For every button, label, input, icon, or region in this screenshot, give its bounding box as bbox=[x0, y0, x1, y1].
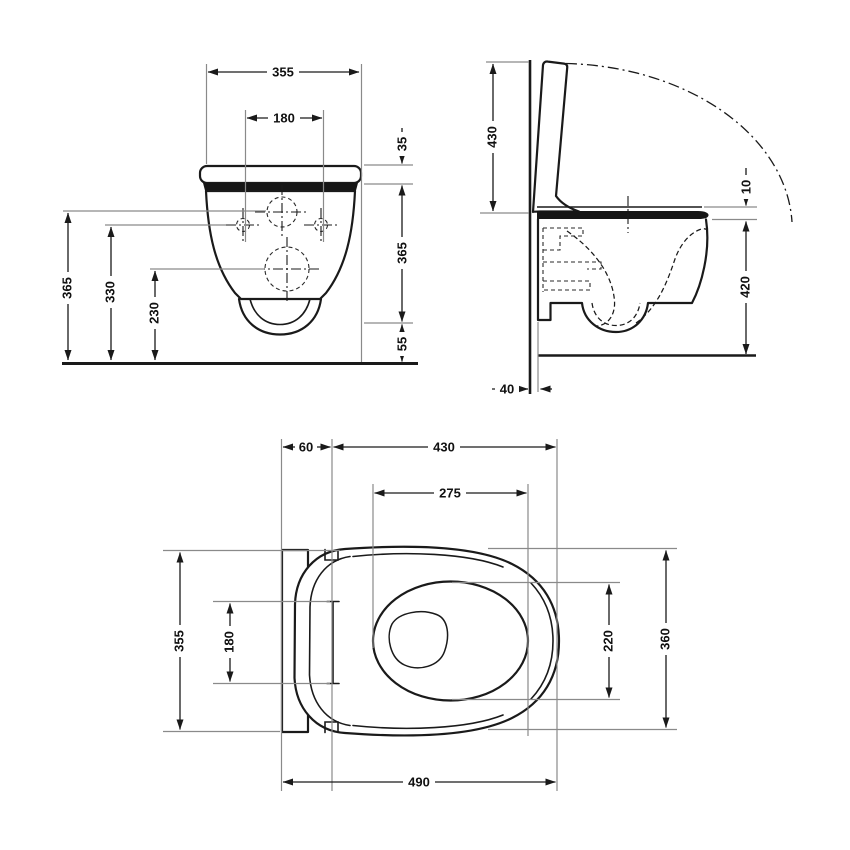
front-fixing-hole-left bbox=[226, 208, 260, 242]
dim-label-front-width: 355 bbox=[272, 65, 294, 80]
front-lid-outline bbox=[198, 164, 363, 185]
dim-top-hinge-spacing: 180 bbox=[222, 603, 237, 682]
dim-label-front-rim-to-outlet: 365 bbox=[395, 242, 410, 264]
front-outlet-outer-curve bbox=[237, 297, 323, 336]
dim-side-wall-offset: 40 bbox=[492, 382, 552, 397]
dim-label-top-total-length: 490 bbox=[408, 775, 430, 790]
dim-label-front-outlet-to-floor: 55 bbox=[395, 337, 410, 351]
top-seat-opening bbox=[371, 580, 530, 702]
front-inlet-hole bbox=[255, 185, 309, 239]
dim-front-lid-height: 35 bbox=[395, 128, 410, 164]
dim-label-front-lid-height: 35 bbox=[395, 137, 410, 151]
front-view: 355 180 35 365 55 365 bbox=[60, 64, 418, 365]
dim-side-seat-thickness: 10 bbox=[739, 168, 754, 206]
dim-front-width: 355 bbox=[207, 65, 360, 80]
dim-label-top-seat-width: 355 bbox=[172, 630, 187, 652]
front-fixing-hole-right bbox=[304, 208, 338, 242]
side-lid-outline bbox=[531, 60, 581, 214]
side-bowl-outline bbox=[536, 217, 709, 334]
side-rim-channel-dashed bbox=[635, 228, 708, 324]
dim-top-bowl-length: 430 bbox=[333, 440, 556, 455]
dim-top-seat-width: 355 bbox=[172, 552, 187, 730]
side-seat-band bbox=[537, 211, 709, 219]
dim-label-side-wall-offset: 40 bbox=[500, 382, 514, 397]
dim-front-hole-spacing: 180 bbox=[246, 111, 323, 126]
dim-side-open-lid-height: 430 bbox=[485, 63, 500, 212]
dim-side-body-depth: 420 bbox=[738, 221, 753, 355]
front-drain-hole bbox=[255, 237, 319, 301]
front-seat-band bbox=[203, 183, 358, 191]
top-view: 60 430 275 355 180 220 bbox=[163, 439, 677, 791]
front-outlet-inner-curve bbox=[249, 298, 311, 326]
dim-label-front-inlet-height: 365 bbox=[60, 277, 75, 299]
dim-label-side-open-lid-height: 430 bbox=[485, 126, 500, 148]
top-rim-edge-upper bbox=[352, 552, 504, 568]
side-flush-channel-dashed bbox=[566, 230, 616, 327]
top-rim-edge-lower bbox=[352, 714, 504, 730]
front-bowl-outline bbox=[204, 189, 357, 301]
side-inlet-connection-dashed bbox=[543, 227, 584, 251]
dim-label-top-bowl-width: 360 bbox=[658, 628, 673, 650]
dim-label-front-drain-height: 230 bbox=[147, 302, 162, 324]
dim-front-holes-height: 330 bbox=[103, 226, 118, 361]
dim-top-opening-width: 220 bbox=[601, 584, 616, 698]
dim-label-front-holes-height: 330 bbox=[103, 281, 118, 303]
side-view: 430 10 420 40 bbox=[480, 60, 793, 397]
dim-label-side-seat-thickness: 10 bbox=[739, 180, 754, 194]
side-drain-pipe-dashed bbox=[543, 280, 591, 291]
dim-front-inlet-height: 365 bbox=[60, 212, 75, 361]
dim-label-front-hole-spacing: 180 bbox=[273, 111, 295, 126]
dim-label-top-opening-width: 220 bbox=[601, 630, 616, 652]
dim-label-top-hinge-depth: 60 bbox=[299, 440, 313, 455]
side-drain-connection-dashed bbox=[543, 261, 602, 270]
dim-label-top-hinge-spacing: 180 bbox=[222, 631, 237, 653]
dim-top-total-length: 490 bbox=[282, 775, 556, 790]
top-lid-rear-bevel bbox=[308, 555, 351, 727]
dim-front-outlet-to-floor: 55 bbox=[395, 324, 410, 362]
dim-label-top-opening-length: 275 bbox=[439, 486, 461, 501]
side-trap-inner-dashed bbox=[591, 302, 641, 327]
dim-top-bowl-width: 360 bbox=[658, 550, 673, 728]
dim-label-top-bowl-length: 430 bbox=[433, 440, 455, 455]
top-bowl-front-edge bbox=[530, 582, 554, 700]
dim-top-hinge-depth: 60 bbox=[282, 440, 331, 455]
dim-front-drain-height: 230 bbox=[147, 270, 162, 361]
dim-top-opening-length: 275 bbox=[374, 486, 527, 501]
dim-front-rim-to-outlet: 365 bbox=[395, 185, 410, 322]
side-lid-swing-arc bbox=[565, 62, 793, 223]
top-water-spot bbox=[388, 611, 449, 669]
dim-label-side-body-depth: 420 bbox=[738, 276, 753, 298]
